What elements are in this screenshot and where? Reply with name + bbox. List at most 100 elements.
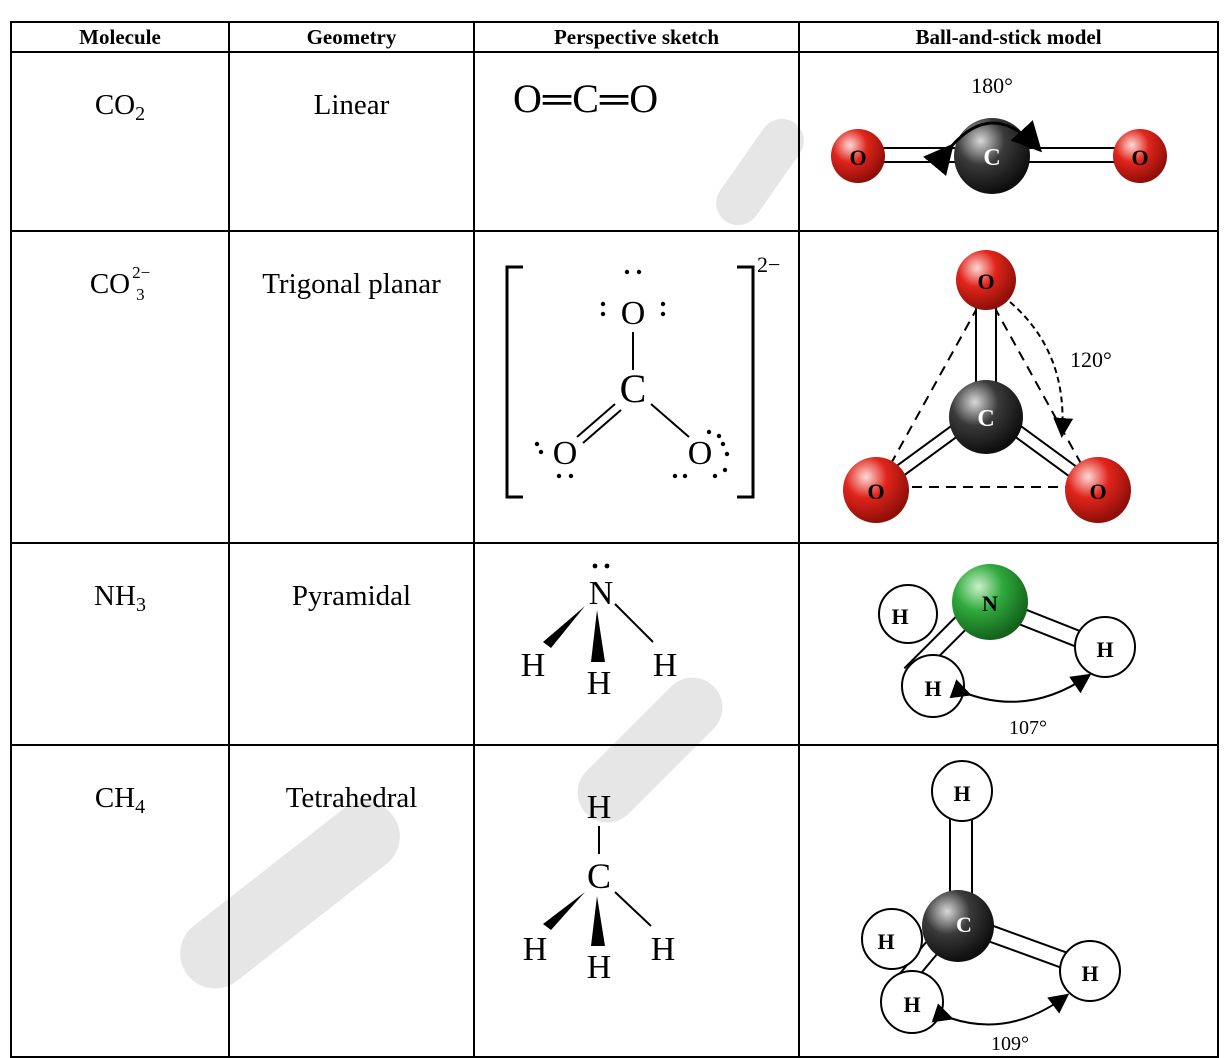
hydrogen-atom <box>878 584 938 644</box>
atom-label: O <box>621 295 646 332</box>
right-bracket <box>737 265 755 499</box>
atom-label: H <box>521 647 546 684</box>
sketch-cell: O═C═O <box>473 51 800 232</box>
header-row: Molecule Geometry Perspective sketch Bal… <box>10 21 1219 53</box>
atom-label: H <box>651 931 676 968</box>
molecule-cell: NH3 <box>10 542 230 746</box>
methane-ball-stick-model: H H C H H 109° <box>861 760 1121 1055</box>
angle-arc <box>1009 301 1074 438</box>
oxygen-atom <box>1113 129 1167 183</box>
atom-label: O <box>688 435 713 472</box>
bond-angle-label: 107° <box>1009 717 1047 739</box>
wedge-bond <box>543 606 585 648</box>
atom-label: C <box>620 366 647 411</box>
angle-arc <box>949 673 1092 703</box>
atom-label: H <box>1081 961 1098 986</box>
sketch-cell: N H H H <box>473 542 800 746</box>
table-row: CO2 Linear O═C═O O C <box>10 51 1219 232</box>
geometry-cell: Pyramidal <box>228 542 475 746</box>
bond-angle-label: 180° <box>971 73 1013 98</box>
molecule-cell: CO2 <box>10 51 230 232</box>
atom-label: O <box>1089 479 1106 504</box>
bond-angle-label: 120° <box>1070 347 1112 372</box>
geometry-table: Molecule Geometry Perspective sketch Bal… <box>10 21 1219 1058</box>
lone-pairs <box>534 269 730 479</box>
angle-arc <box>923 120 1043 177</box>
model-cell: H N H H 107° <box>798 542 1219 746</box>
header-ball-and-stick: Ball-and-stick model <box>798 21 1219 53</box>
carbonate-sketch: 2− O C O O <box>505 252 780 499</box>
wedge-bond <box>591 610 605 662</box>
header-geometry: Geometry <box>228 21 475 53</box>
wedge-bond <box>591 896 605 946</box>
molecule-formula: NH3 <box>94 580 146 616</box>
geometry-cell: Trigonal planar <box>228 230 475 544</box>
geometry-cell: Linear <box>228 51 475 232</box>
atom-label: C <box>983 145 1000 171</box>
oxygen-atom <box>843 457 909 523</box>
molecule-formula: CH4 <box>94 782 146 818</box>
carbonate-ball-stick-model: O C O O 120° <box>843 250 1131 523</box>
hydrogen-atom <box>861 908 923 970</box>
molecule-cell: CH4 <box>10 744 230 1058</box>
atom-label: H <box>587 789 612 826</box>
hydrogen-atom <box>1059 940 1121 1002</box>
hydrogen-atom <box>1074 616 1136 678</box>
atom-label: H <box>653 647 678 684</box>
ion-charge: 2− <box>757 252 780 277</box>
atom-label: H <box>1096 637 1113 662</box>
table-row: NH3 Pyramidal N H H H <box>10 542 1219 746</box>
lone-pair <box>592 563 598 569</box>
oxygen-atom <box>956 250 1016 310</box>
oxygen-atom <box>831 129 885 183</box>
table-row: CH4 Tetrahedral H C H H H <box>10 744 1219 1058</box>
oxygen-atom <box>1065 457 1131 523</box>
angle-arc <box>931 993 1070 1026</box>
atom-label: H <box>953 781 970 806</box>
atom-label: H <box>877 929 894 954</box>
co2-sketch-formula: O═C═O <box>513 76 660 121</box>
ammonia-ball-stick-model: H N H H 107° <box>878 564 1136 739</box>
atom-label: O <box>849 145 866 170</box>
atom-label: H <box>523 931 548 968</box>
methane-sketch: H C H H H <box>523 789 676 986</box>
atom-label: N <box>589 575 614 612</box>
dashed-outline <box>877 291 987 488</box>
atom-label: H <box>903 992 920 1017</box>
model-cell: O C O O 120° <box>798 230 1219 544</box>
co2-ball-stick-model: O C O 180° <box>831 73 1167 194</box>
double-bond <box>576 403 616 438</box>
single-bond <box>650 403 690 438</box>
hydrogen-atom <box>931 760 993 822</box>
ammonia-sketch: N H H H <box>521 563 678 702</box>
sketch-cell: 2− O C O O <box>473 230 800 544</box>
single-bond <box>614 603 654 643</box>
single-bond <box>614 891 652 927</box>
nitrogen-atom <box>952 564 1028 640</box>
atom-label: C <box>977 406 994 432</box>
molecule-formula: CO2 <box>94 89 146 125</box>
sketch-cell: H C H H H <box>473 744 800 1058</box>
carbon-atom <box>949 380 1023 454</box>
bond-angle-label: 109° <box>991 1033 1029 1055</box>
geometry-cell: Tetrahedral <box>228 744 475 1058</box>
double-bond <box>582 409 622 444</box>
atom-label: C <box>587 856 611 896</box>
atom-label: O <box>867 479 884 504</box>
atom-label: H <box>924 676 941 701</box>
atom-label: H <box>587 949 612 986</box>
atom-label: O <box>1131 145 1148 170</box>
atom-label: O <box>977 269 994 294</box>
left-bracket <box>505 265 523 499</box>
carbon-atom <box>922 890 994 962</box>
header-molecule: Molecule <box>10 21 230 53</box>
lone-pair <box>604 563 610 569</box>
atom-label: O <box>553 435 578 472</box>
wedge-bond <box>543 892 585 930</box>
model-cell: O C O 180° <box>798 51 1219 232</box>
atom-label: H <box>587 665 612 702</box>
atom-label: N <box>982 591 998 616</box>
atom-label: C <box>956 912 972 937</box>
